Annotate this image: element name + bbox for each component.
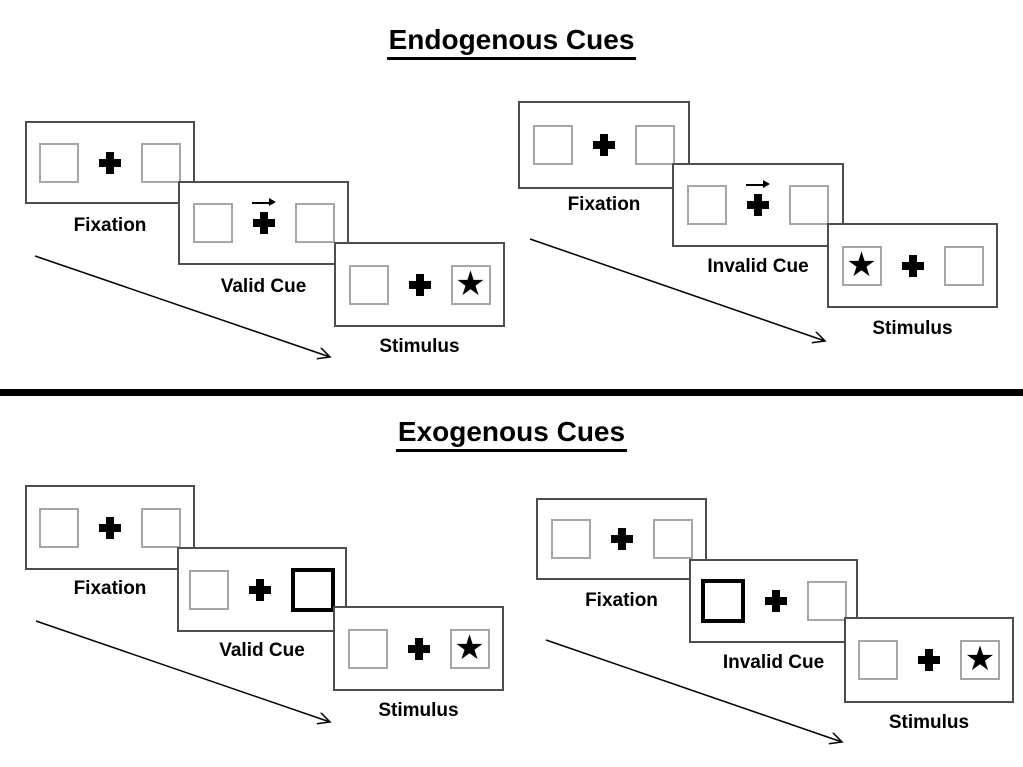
star-icon: ★: [454, 627, 485, 668]
right-box-highlighted: [291, 567, 335, 612]
right-box-with-star: ★: [449, 627, 490, 669]
right-arrow-icon: [746, 180, 770, 189]
panel-label: Stimulus: [379, 336, 460, 357]
left-box: [192, 203, 233, 243]
right-box: [652, 519, 693, 559]
panel-label: Stimulus: [888, 712, 970, 733]
panel-label: Invalid Cue: [722, 652, 825, 673]
panel-exogenous-valid-fixation: [25, 485, 195, 570]
star-icon: ★: [964, 639, 996, 679]
star-icon: ★: [846, 244, 877, 285]
right-box: [789, 185, 829, 225]
fixation-cross-icon: [747, 194, 769, 216]
left-box-with-star: ★: [841, 244, 882, 286]
panel-exogenous-invalid-cue: [689, 559, 858, 643]
right-box: [294, 203, 335, 243]
section-divider: [0, 389, 1023, 396]
fixation-cross-icon: [249, 578, 271, 601]
left-box: [39, 507, 79, 548]
fixation-cross-icon: [99, 151, 121, 174]
right-box: [806, 581, 847, 621]
fixation-cross-icon: [764, 590, 787, 612]
fixation-cross-icon: [593, 134, 615, 156]
left-box: [189, 569, 229, 610]
time-arrow-exogenous-valid: [35, 620, 330, 722]
left-box: [348, 264, 389, 305]
left-box: [533, 125, 573, 165]
right-box: [141, 142, 181, 183]
section-title-exogenous: Exogenous Cues: [0, 416, 1023, 452]
panel-endogenous-invalid-cue: [672, 163, 844, 247]
left-box-highlighted: [700, 579, 745, 623]
panel-label: Fixation: [73, 578, 147, 599]
left-box: [347, 628, 388, 669]
panel-exogenous-invalid-stimulus: ★: [844, 617, 1014, 703]
panel-label: Fixation: [567, 194, 641, 215]
star-icon: ★: [455, 263, 486, 304]
fixation-cross-icon: [99, 516, 121, 539]
right-box-with-star: ★: [960, 640, 1000, 680]
panel-endogenous-invalid-stimulus: ★: [827, 223, 998, 308]
left-box: [550, 519, 591, 559]
panel-exogenous-invalid-fixation: [536, 498, 707, 580]
panel-label: Valid Cue: [219, 640, 305, 661]
right-box: [141, 507, 181, 548]
panel-label: Fixation: [73, 215, 147, 236]
time-arrow-exogenous-invalid: [545, 639, 842, 742]
panel-label: Valid Cue: [220, 276, 307, 297]
fixation-cross-icon: [408, 273, 431, 296]
time-arrow-endogenous-invalid: [529, 238, 825, 341]
panel-endogenous-valid-fixation: [25, 121, 195, 204]
fixation-cross-icon: [407, 637, 430, 660]
fixation-cross-icon: [918, 649, 940, 671]
panel-label: Invalid Cue: [707, 256, 809, 277]
panel-endogenous-valid-cue: [178, 181, 349, 265]
fixation-cross-icon: [901, 254, 924, 277]
left-box: [858, 640, 898, 680]
panel-endogenous-invalid-fixation: [518, 101, 690, 189]
panel-label: Fixation: [585, 590, 658, 611]
panel-exogenous-valid-cue: [177, 547, 347, 632]
left-box: [39, 142, 79, 183]
fixation-cross-icon: [610, 528, 633, 550]
left-box: [687, 185, 727, 225]
panel-endogenous-valid-stimulus: ★: [334, 242, 505, 327]
section-title-endogenous: Endogenous Cues: [0, 24, 1023, 60]
right-box: [635, 125, 675, 165]
right-arrow-icon: [251, 198, 276, 207]
right-box: [943, 245, 984, 286]
time-arrow-endogenous-valid: [34, 255, 330, 357]
panel-exogenous-valid-stimulus: ★: [333, 606, 504, 691]
panel-label: Stimulus: [872, 318, 953, 339]
panel-label: Stimulus: [378, 700, 459, 721]
right-box-with-star: ★: [450, 263, 491, 305]
fixation-cross-icon: [252, 212, 275, 234]
